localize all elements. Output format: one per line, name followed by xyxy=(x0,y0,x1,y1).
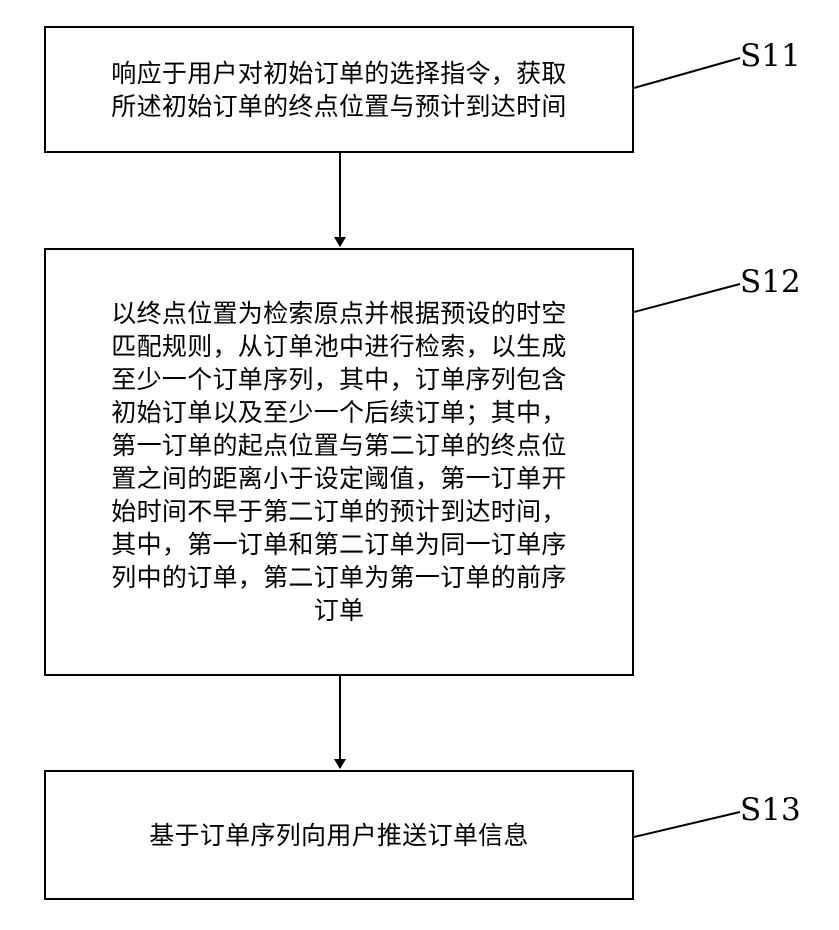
leader-line-s13 xyxy=(634,812,740,837)
step-label-s13: S13 xyxy=(740,792,801,828)
step-text-line: 置之间的距离小于设定阈值，第一订单开 xyxy=(111,462,566,495)
step-box-s13: 基于订单序列向用户推送订单信息 xyxy=(44,770,634,900)
leader-line-s11 xyxy=(634,58,740,88)
step-text-line: 列中的订单，第二订单为第一订单的前序 xyxy=(111,561,566,594)
step-text-line: 响应于用户对初始订单的选择指令，获取 xyxy=(111,57,566,90)
step-text-line: 至少一个订单序列，其中，订单序列包含 xyxy=(111,363,566,396)
step-box-s11: 响应于用户对初始订单的选择指令，获取 所述初始订单的终点位置与预计到达时间 xyxy=(44,26,634,153)
step-text-line: 以终点位置为检索原点并根据预设的时空 xyxy=(111,297,566,330)
step-text-line: 初始订单以及至少一个后续订单；其中， xyxy=(111,396,566,429)
leader-line-s12 xyxy=(634,284,740,312)
step-text-line: 始时间不早于第二订单的预计到达时间， xyxy=(111,495,566,528)
step-text-line: 订单 xyxy=(314,594,365,627)
step-text-line: 第一订单的起点位置与第二订单的终点位 xyxy=(111,429,566,462)
step-text-line: 所述初始订单的终点位置与预计到达时间 xyxy=(111,90,566,123)
step-text-line: 基于订单序列向用户推送订单信息 xyxy=(149,819,529,852)
step-text-line: 匹配规则，从订单池中进行检索，以生成 xyxy=(111,330,566,363)
step-box-s12: 以终点位置为检索原点并根据预设的时空 匹配规则，从订单池中进行检索，以生成 至少… xyxy=(44,248,634,676)
step-label-s12: S12 xyxy=(740,264,801,300)
step-label-s11: S11 xyxy=(740,38,801,74)
step-text-line: 其中，第一订单和第二订单为同一订单序 xyxy=(111,528,566,561)
